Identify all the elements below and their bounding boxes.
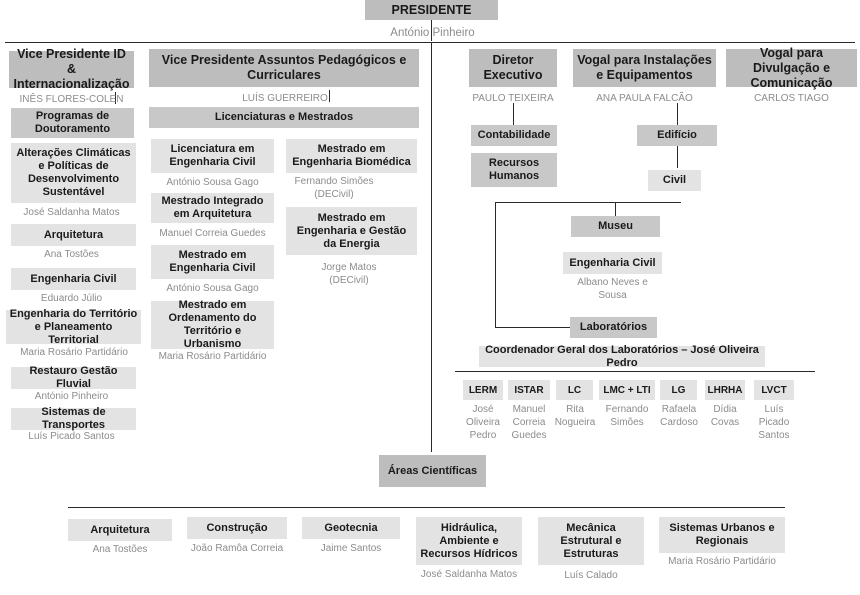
connector-line bbox=[5, 42, 855, 43]
connector-line bbox=[615, 202, 616, 216]
connector-line bbox=[495, 327, 570, 328]
president-name: António Pinheiro bbox=[390, 27, 475, 39]
doc-program-civil: Engenharia Civil bbox=[11, 268, 136, 290]
lab-lg: LG bbox=[660, 380, 697, 400]
accounting-box: Contabilidade bbox=[471, 125, 557, 146]
president-box: PRESIDENTE bbox=[365, 0, 498, 20]
lab-lvct-name: Luís Picado Santos bbox=[758, 404, 790, 441]
director-name: PAULO TEIXEIRA bbox=[472, 93, 554, 104]
connector-line bbox=[329, 90, 330, 102]
doc-program-architecture-name: Ana Tostões bbox=[44, 249, 99, 260]
area-urban-systems-name: Maria Rosário Partidário bbox=[668, 556, 776, 567]
area-structures-name: Luís Calado bbox=[564, 570, 618, 581]
course-m-otu-name: Maria Rosário Partidário bbox=[158, 351, 267, 362]
area-construction: Construção bbox=[187, 517, 287, 539]
doc-program-architecture: Arquitetura bbox=[11, 224, 136, 246]
connector-line bbox=[455, 371, 815, 372]
connector-line bbox=[431, 20, 432, 41]
course-m-energy: Mestrado em Engenharia e Gestão da Energ… bbox=[286, 207, 417, 255]
lab-lerm: LERM bbox=[463, 380, 503, 400]
vogal-inst-box: Vogal para Instalações e Equipamentos bbox=[573, 49, 716, 87]
building-box: Edifício bbox=[637, 125, 717, 146]
doc-program-transport: Sistemas de Transportes bbox=[11, 406, 136, 431]
lab-coordinator-box: Coordenador Geral dos Laboratórios – Jos… bbox=[479, 344, 765, 369]
course-m-energy-name: Jorge Matos (DECivil) bbox=[321, 262, 377, 286]
labs-box: Laboratórios bbox=[570, 317, 657, 338]
lab-lhrha: LHRHA bbox=[705, 380, 745, 400]
area-construction-name: João Ramôa Correia bbox=[190, 543, 284, 554]
doc-program-river: Restauro Gestão Fluvial bbox=[11, 365, 136, 390]
course-m-civil: Mestrado em Engenharia Civil bbox=[151, 245, 274, 279]
connector-line bbox=[115, 92, 116, 104]
lab-istar: ISTAR bbox=[508, 380, 550, 400]
museum-eng-box: Engenharia Civil bbox=[563, 252, 662, 274]
lic-mest-box: Licenciaturas e Mestrados bbox=[149, 107, 419, 128]
doc-program-territory: Engenharia do Território e Planeamento T… bbox=[6, 308, 141, 346]
connector-line bbox=[68, 507, 785, 508]
course-m-civil-name: António Sousa Gago bbox=[166, 283, 259, 294]
civil-box: Civil bbox=[648, 170, 701, 191]
scientific-areas-box: Áreas Científicas bbox=[379, 455, 486, 487]
doc-program-territory-name: Maria Rosário Partidário bbox=[20, 347, 128, 358]
lab-lc: LC bbox=[556, 380, 593, 400]
lab-lvct: LVCT bbox=[754, 380, 794, 400]
lab-lmc-lti-name: Fernando Simões bbox=[605, 404, 649, 428]
course-mi-arq: Mestrado Integrado em Arquitetura bbox=[151, 193, 274, 223]
doc-program-climate: Alterações Climáticas e Políticas de Des… bbox=[11, 143, 136, 203]
connector-line bbox=[677, 103, 678, 125]
lab-lmc-lti: LMC + LTI bbox=[599, 380, 655, 400]
doc-program-river-name: António Pinheiro bbox=[34, 391, 109, 402]
area-architecture-name: Ana Tostões bbox=[92, 544, 148, 555]
lab-lerm-name: José Oliveira Pedro bbox=[466, 404, 500, 441]
course-lic-civil: Licenciatura em Engenharia Civil bbox=[151, 139, 274, 173]
connector-line bbox=[513, 103, 514, 125]
connector-line bbox=[495, 202, 496, 327]
museum-eng-name: Albano Neves e Sousa bbox=[577, 277, 648, 301]
lab-istar-name: Manuel Correia Guedes bbox=[511, 404, 547, 441]
museum-box: Museu bbox=[571, 216, 660, 237]
course-lic-civil-name: António Sousa Gago bbox=[166, 177, 259, 188]
area-urban-systems: Sistemas Urbanos e Regionais bbox=[659, 517, 785, 553]
hr-box: Recursos Humanos bbox=[471, 153, 557, 187]
lab-lhrha-name: Dídia Covas bbox=[710, 404, 740, 428]
area-geotechnics-name: Jaime Santos bbox=[320, 543, 382, 554]
course-m-biomed: Mestrado em Engenharia Biomédica bbox=[286, 139, 417, 173]
vogal-div-name: CARLOS TIAGO bbox=[754, 93, 829, 104]
course-m-otu: Mestrado em Ordenamento do Território e … bbox=[151, 299, 274, 350]
vp-ap-name: LUÍS GUERREIRO bbox=[242, 93, 328, 104]
connector-line bbox=[677, 146, 678, 168]
connector-line bbox=[495, 202, 681, 203]
lab-lg-name: Rafaela Cardoso bbox=[660, 404, 698, 428]
vp-ap-box: Vice Presidente Assuntos Pedagógicos e C… bbox=[149, 49, 419, 87]
doc-program-climate-name: José Saldanha Matos bbox=[23, 207, 120, 218]
vogal-inst-name: ANA PAULA FALCÃO bbox=[596, 93, 693, 104]
doc-program-civil-name: Eduardo Júlio bbox=[40, 293, 103, 304]
area-hydraulics-name: José Saldanha Matos bbox=[420, 569, 518, 580]
course-m-biomed-name: Fernando Simões (DECivil) bbox=[294, 176, 374, 200]
vogal-div-box: Vogal para Divulgação e Comunicação bbox=[726, 46, 857, 90]
vp-id-box: Vice Presidente ID & Internacionalização bbox=[9, 47, 134, 91]
vp-id-name: INÊS FLORES-COLEN bbox=[19, 94, 124, 105]
lab-lc-name: Rita Nogueira bbox=[554, 404, 596, 428]
connector-line bbox=[431, 42, 432, 452]
area-geotechnics: Geotecnia bbox=[302, 517, 400, 539]
doc-program-transport-name: Luís Picado Santos bbox=[28, 431, 115, 442]
director-box: Diretor Executivo bbox=[469, 49, 557, 87]
doctoral-programs-box: Programas de Doutoramento bbox=[11, 108, 134, 138]
area-hydraulics: Hidráulica, Ambiente e Recursos Hídricos bbox=[416, 517, 522, 565]
course-mi-arq-name: Manuel Correia Guedes bbox=[159, 228, 266, 239]
area-structures: Mecânica Estrutural e Estruturas bbox=[538, 517, 644, 565]
area-architecture: Arquitetura bbox=[68, 519, 172, 541]
